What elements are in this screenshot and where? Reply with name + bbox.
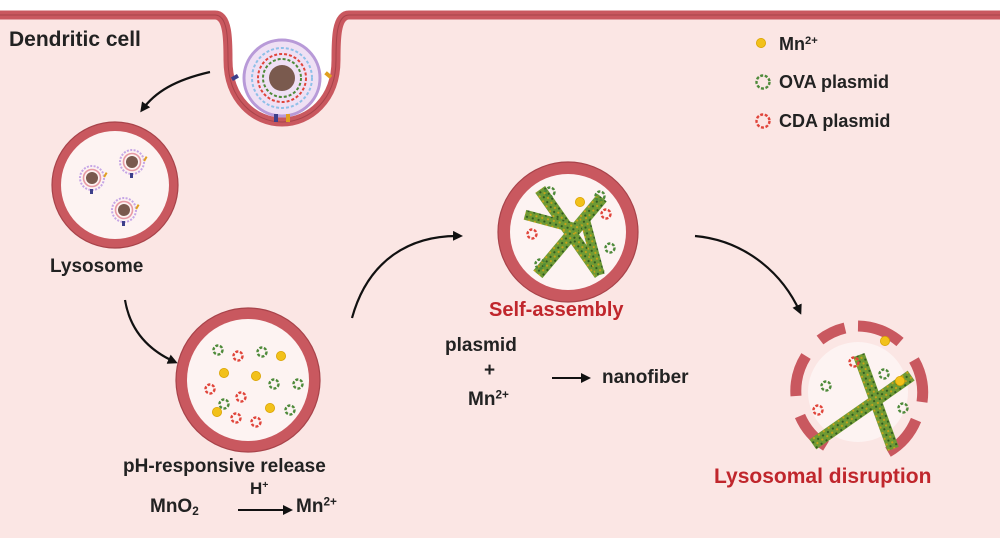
arrow-icon <box>123 299 178 364</box>
cell-label: Dendritic cell <box>9 28 141 51</box>
arrow-icon <box>350 230 463 319</box>
arrow-icon <box>140 70 211 113</box>
assembly-mn: Mn2+ <box>468 388 509 410</box>
disrupted-lysosome-icon <box>790 320 929 457</box>
reaction-product: Mn2+ <box>296 495 337 517</box>
endocytosed-nanoparticle-icon <box>230 38 333 122</box>
legend-mn-label: Mn2+ <box>779 34 818 54</box>
legend-cda-label: CDA plasmid <box>779 111 891 131</box>
disruption-label: Lysosomal disruption <box>714 465 932 488</box>
cda-plasmid-icon <box>755 113 771 129</box>
reaction-reactant: MnO2 <box>150 496 199 518</box>
release-lysosome-icon <box>175 307 321 453</box>
assembly-plasmid: plasmid <box>445 335 517 356</box>
self-assembly-label: Self-assembly <box>489 299 624 321</box>
nanofiber-icon <box>809 352 915 452</box>
assembly-nanofiber: nanofiber <box>602 367 689 388</box>
nanofiber-icon <box>523 185 607 279</box>
self-assembly-lysosome-icon <box>497 161 639 303</box>
legend-ova-label: OVA plasmid <box>779 72 890 92</box>
release-label: pH-responsive release <box>123 456 326 477</box>
ova-plasmid-icon <box>755 74 771 90</box>
lysosome-icon <box>51 121 179 249</box>
lysosome-label: Lysosome <box>50 256 144 277</box>
reaction-catalyst: H+ <box>250 479 269 498</box>
arrow-icon <box>694 234 802 315</box>
assembly-plus: + <box>484 360 496 381</box>
mn-ion-icon <box>756 38 766 48</box>
